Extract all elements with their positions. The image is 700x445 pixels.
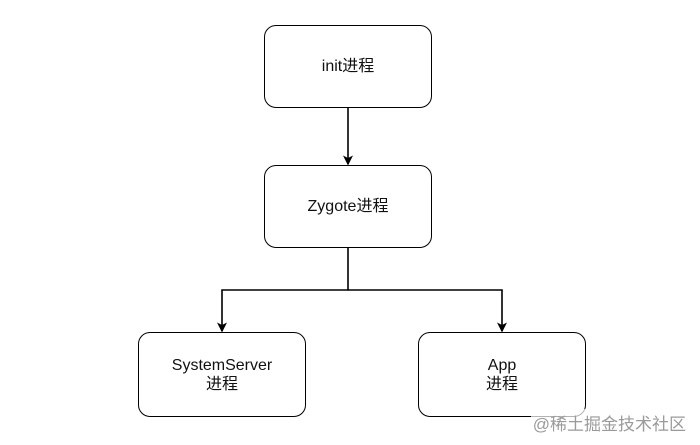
init-process-label: init进程 [321,58,375,75]
systemserver-process-label-line-2: 进程 [205,375,238,393]
edge-zygote-to-app [348,289,507,333]
zygote-process-label: Zygote进程 [307,198,389,215]
app-process-label-line-2: 进程 [485,375,518,393]
systemserver-process-node: SystemServer 进程 [138,332,306,417]
app-process-label-line-1: App [487,356,517,374]
init-process-node: init进程 [264,25,432,108]
app-process-node: App 进程 [418,332,586,417]
systemserver-process-label-line-1: SystemServer [171,356,273,374]
edge-zygote-to-systemserver [217,248,349,333]
watermark: @稀土掘金技术社区 [530,409,688,436]
zygote-process-node: Zygote进程 [264,165,432,248]
